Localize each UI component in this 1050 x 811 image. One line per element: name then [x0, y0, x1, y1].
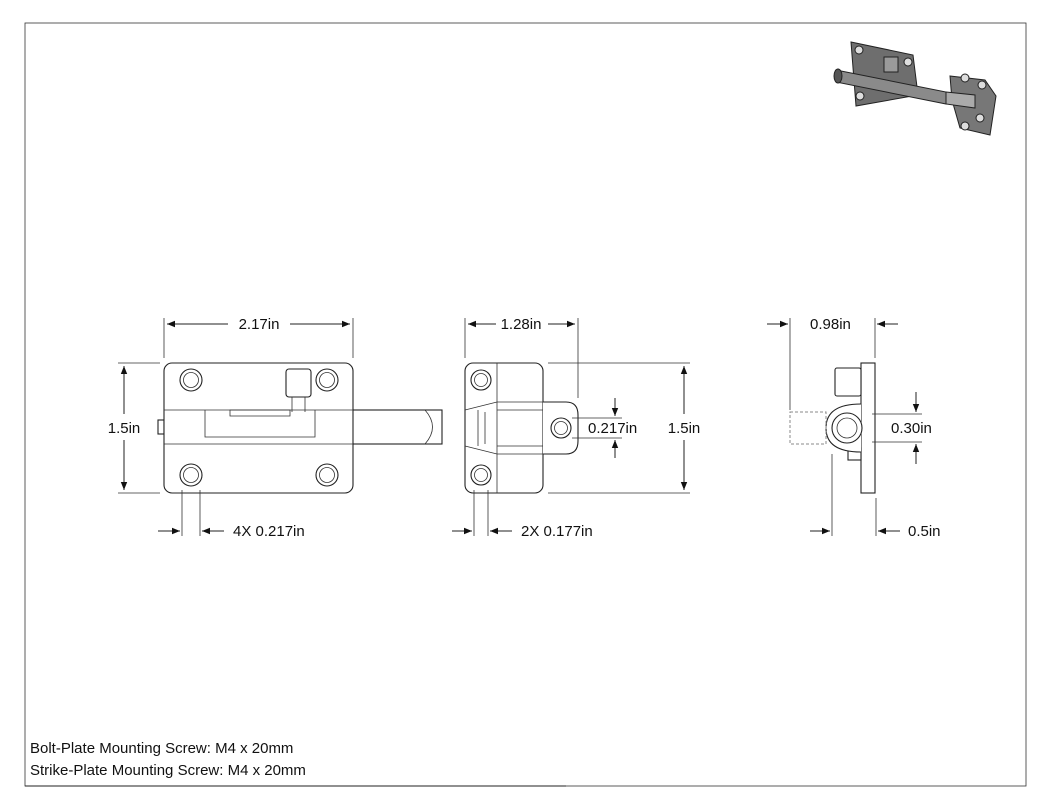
dim-end-width: 0.98in	[810, 316, 851, 333]
dim-end-depth: 0.5in	[908, 523, 941, 540]
dim-front-height: 1.5in	[108, 420, 141, 437]
end-view: 0.98in 0.30in 0.5in	[767, 316, 941, 540]
bolt-bar	[351, 409, 443, 445]
end-plate	[860, 362, 876, 494]
bolt-knob	[285, 368, 312, 398]
dim-front-width: 2.17in	[239, 316, 280, 333]
end-bolt-extended	[789, 411, 827, 445]
front-view: 2.17in 1.5in 4X 0.217in	[108, 316, 443, 540]
isometric-thumbnail	[833, 41, 997, 136]
strike-view: 1.28in 0.217in 1.5in 2X 0.177in	[452, 316, 700, 540]
dim-front-holes: 4X 0.217in	[233, 523, 305, 540]
end-knob	[834, 367, 862, 397]
strike-hole	[470, 369, 492, 391]
note-strike-plate-screw: Strike-Plate Mounting Screw: M4 x 20mm	[30, 762, 306, 779]
note-bolt-plate-screw: Bolt-Plate Mounting Screw: M4 x 20mm	[30, 740, 294, 757]
dim-strike-width: 1.28in	[501, 316, 542, 333]
strike-tab-hole	[550, 417, 572, 439]
end-bolt	[831, 412, 863, 444]
dim-end-bolt: 0.30in	[891, 420, 932, 437]
dim-strike-height: 1.5in	[668, 420, 701, 437]
dim-strike-holes: 2X 0.177in	[521, 523, 593, 540]
dim-strike-hole: 0.217in	[588, 420, 637, 437]
strike-hole	[470, 464, 492, 486]
